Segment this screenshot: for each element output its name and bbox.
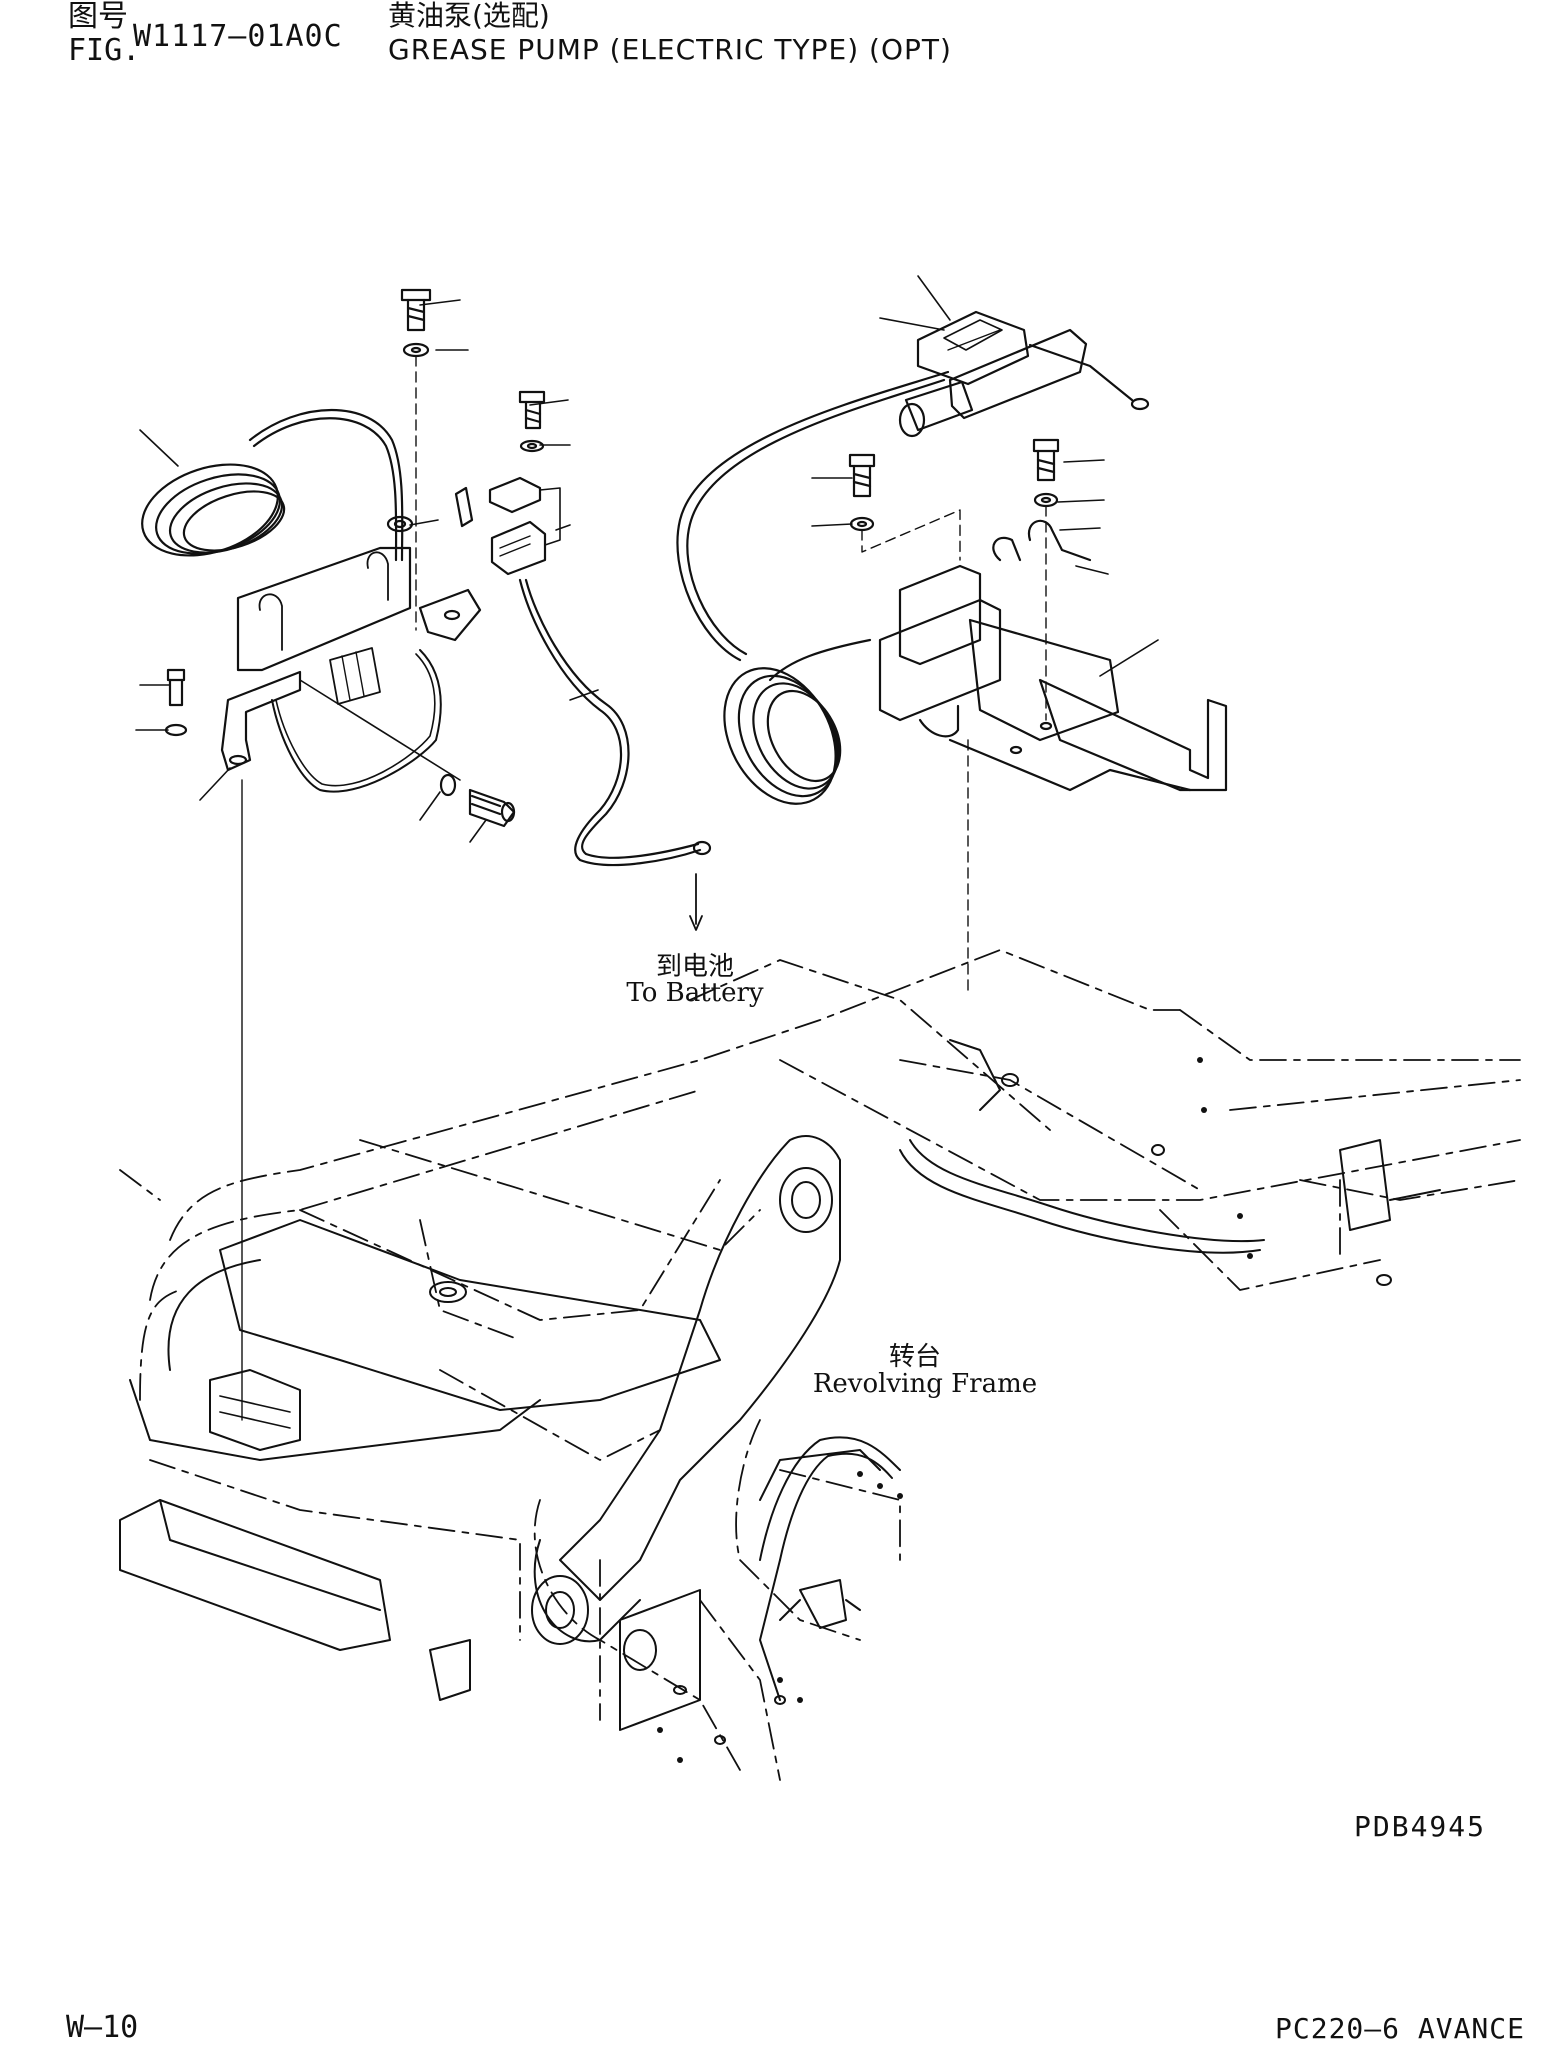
machine-model: PC220—6 AVANCE <box>1275 2012 1526 2045</box>
bolt-left-mid <box>518 390 546 453</box>
figure-title-en: GREASE PUMP (ELECTRIC TYPE) (OPT) <box>388 33 952 66</box>
figure-label-en: FIG. <box>68 33 141 68</box>
bolt-left-side <box>439 773 516 828</box>
drawing-code: PDB4945 <box>1354 1810 1487 1843</box>
leader-lines-left <box>135 299 599 843</box>
frame-dots <box>657 1057 1253 1763</box>
hose-coil-right <box>723 638 872 805</box>
to-battery-label: To Battery <box>626 978 764 1008</box>
bolt-left-top <box>400 288 432 631</box>
tank <box>119 1219 721 1701</box>
bolt-left-lower <box>164 668 188 737</box>
boom-bracket <box>531 1135 881 1731</box>
hose-coil-left <box>141 408 404 562</box>
figure-label-cn: 图号 <box>68 0 128 34</box>
figure-title-cn: 黄油泵(选配) <box>388 0 550 32</box>
page-number: W—10 <box>66 2010 139 2045</box>
frame-pipes <box>673 1039 1441 1745</box>
revolving-frame-label: Revolving Frame <box>812 1369 1038 1399</box>
clips-right <box>992 519 1092 562</box>
revolving-frame <box>119 949 1521 1781</box>
hose-right <box>676 370 950 662</box>
pump-gun <box>879 275 1150 438</box>
leader-lines-right <box>811 459 1159 677</box>
to-battery-label-cn: 到电池 <box>655 952 734 982</box>
bolts-right <box>848 438 1060 721</box>
connector-left <box>454 476 561 576</box>
figure-number: W1117—01A0C <box>133 19 343 54</box>
pump-bracket-right <box>878 564 1228 792</box>
mounting-plate-left <box>236 515 482 672</box>
battery-cable <box>518 578 712 931</box>
bracket-left <box>220 647 461 793</box>
revolving-frame-label-cn: 转台 <box>888 1342 941 1372</box>
